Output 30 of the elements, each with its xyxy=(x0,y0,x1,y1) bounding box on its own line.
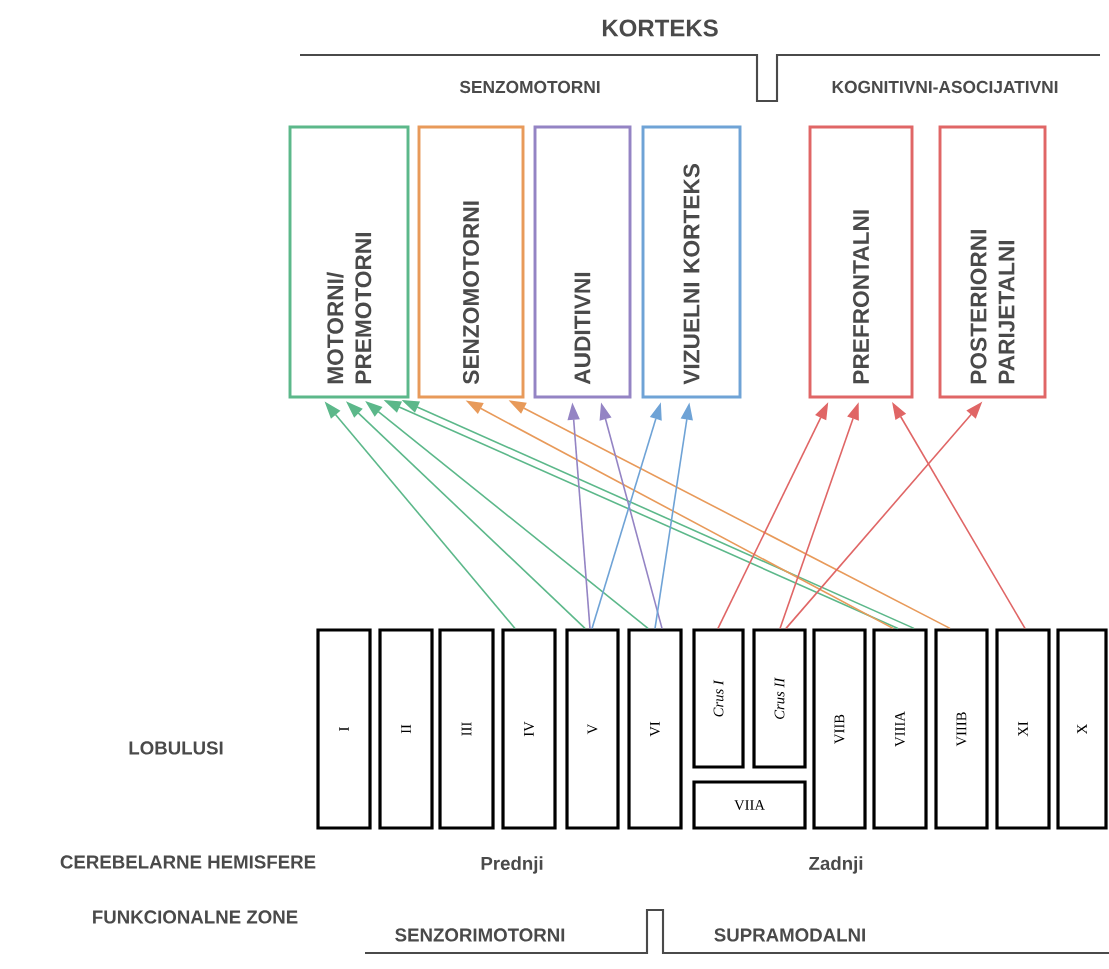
lobule-box: VI xyxy=(627,628,683,830)
cortex-box: VIZUELNI KORTEKS xyxy=(641,125,742,399)
cortex-box: PREFRONTALNI xyxy=(808,125,914,399)
zone-label: SENZORIMOTORNI xyxy=(395,928,565,942)
cortex-box: MOTORNI/ PREMOTORNI xyxy=(288,125,410,399)
lobule-box: Crus I xyxy=(692,628,745,769)
zone-label: SENZOMOTORNI xyxy=(459,80,600,94)
lobule-box: VIIB xyxy=(812,628,867,830)
heading: KORTEKS xyxy=(602,19,718,37)
lobule-box: I xyxy=(316,628,372,830)
lobule-box: IV xyxy=(501,628,557,830)
cortex-box: AUDITIVNI xyxy=(533,125,632,399)
lobule-box: III xyxy=(438,628,495,830)
lobule-box: V xyxy=(565,628,620,830)
lobule-box: XI xyxy=(995,628,1051,830)
row-label: LOBULUSI xyxy=(129,741,223,755)
zone-label: Prednji xyxy=(481,856,543,874)
cortex-box: SENZOMOTORNI xyxy=(417,125,525,399)
cortex-box: POSTERIORNI PARIJETALNI xyxy=(938,125,1047,399)
row-label: CEREBELARNE HEMISFERE xyxy=(60,855,316,869)
zone-label: SUPRAMODALNI xyxy=(714,928,865,942)
lobule-box: X xyxy=(1056,628,1108,830)
lobule-box: VIIIB xyxy=(934,628,989,830)
lobule-box: VIIA xyxy=(692,780,807,830)
zone-label: Zadnji xyxy=(809,856,863,874)
lobule-box: VIIIA xyxy=(872,628,928,830)
lobule-box: Crus II xyxy=(752,628,807,769)
row-label: FUNKCIONALNE ZONE xyxy=(93,910,298,924)
zone-label: KOGNITIVNI-ASOCIJATIVNI xyxy=(832,80,1058,94)
lobule-box: II xyxy=(378,628,434,830)
